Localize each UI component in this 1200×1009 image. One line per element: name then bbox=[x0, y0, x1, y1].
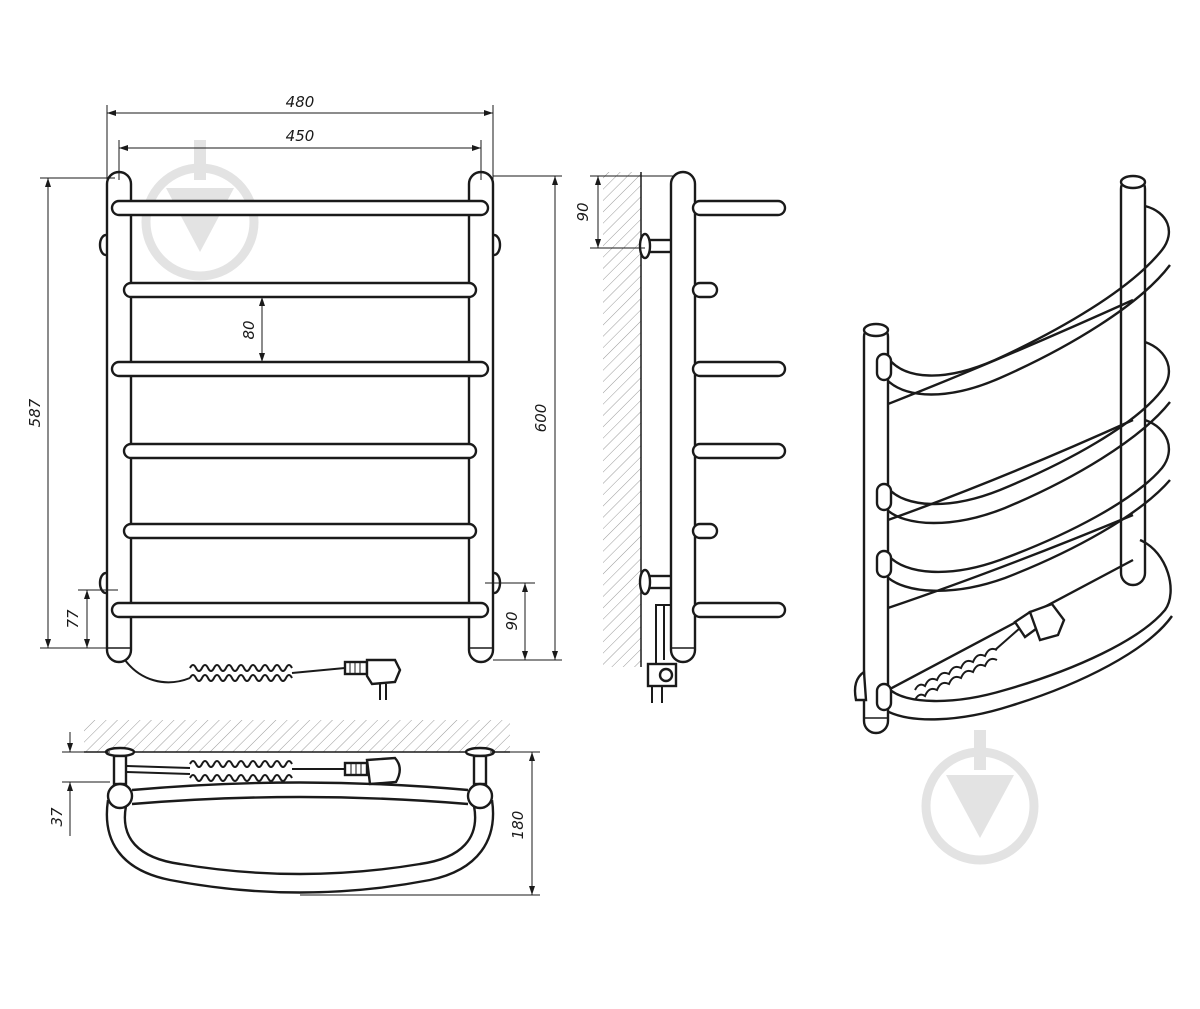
dimension-450: 450 bbox=[118, 127, 482, 180]
dimension-480: 480 bbox=[106, 93, 494, 180]
dimension-37: 37 bbox=[48, 732, 110, 836]
left-post bbox=[105, 170, 133, 664]
dim-label-37: 37 bbox=[48, 807, 66, 827]
side-wall bbox=[603, 172, 641, 667]
side-view: 90 bbox=[574, 170, 787, 703]
dimension-90-bottom: 90 bbox=[485, 582, 535, 660]
dim-label-90-top: 90 bbox=[574, 202, 592, 221]
dim-label-80: 80 bbox=[240, 320, 258, 339]
right-post bbox=[467, 170, 495, 664]
watermark-logo-bottom bbox=[921, 730, 1039, 865]
dimension-587: 587 bbox=[26, 177, 115, 649]
dim-label-77: 77 bbox=[64, 609, 82, 629]
dim-label-90-bottom: 90 bbox=[503, 611, 521, 630]
top-view: 37 180 bbox=[48, 720, 540, 896]
dimension-80: 80 bbox=[240, 297, 265, 362]
perspective-curved-bars bbox=[884, 204, 1173, 721]
side-brackets bbox=[638, 232, 674, 596]
side-post bbox=[669, 170, 697, 664]
top-wall bbox=[84, 720, 510, 752]
front-bars bbox=[110, 199, 490, 619]
side-bars bbox=[691, 199, 787, 619]
perspective-back-post bbox=[1119, 175, 1147, 587]
dim-label-450: 450 bbox=[286, 127, 315, 145]
perspective-front-post bbox=[862, 323, 890, 735]
dimension-180: 180 bbox=[300, 751, 540, 896]
dimension-90-top: 90 bbox=[574, 175, 675, 249]
dim-label-600: 600 bbox=[532, 404, 550, 433]
dimension-77: 77 bbox=[64, 589, 118, 648]
dim-label-587: 587 bbox=[26, 398, 44, 427]
front-cable bbox=[124, 658, 402, 700]
dim-label-180: 180 bbox=[509, 811, 527, 840]
perspective-view bbox=[853, 174, 1173, 735]
dim-label-480: 480 bbox=[286, 93, 315, 111]
perspective-plug bbox=[914, 602, 1066, 701]
top-cable bbox=[125, 756, 401, 786]
dimension-600: 600 bbox=[493, 175, 562, 661]
top-curved-bars bbox=[105, 781, 495, 894]
side-plug bbox=[646, 604, 678, 703]
front-view: 480 450 587 77 80 bbox=[26, 93, 562, 700]
